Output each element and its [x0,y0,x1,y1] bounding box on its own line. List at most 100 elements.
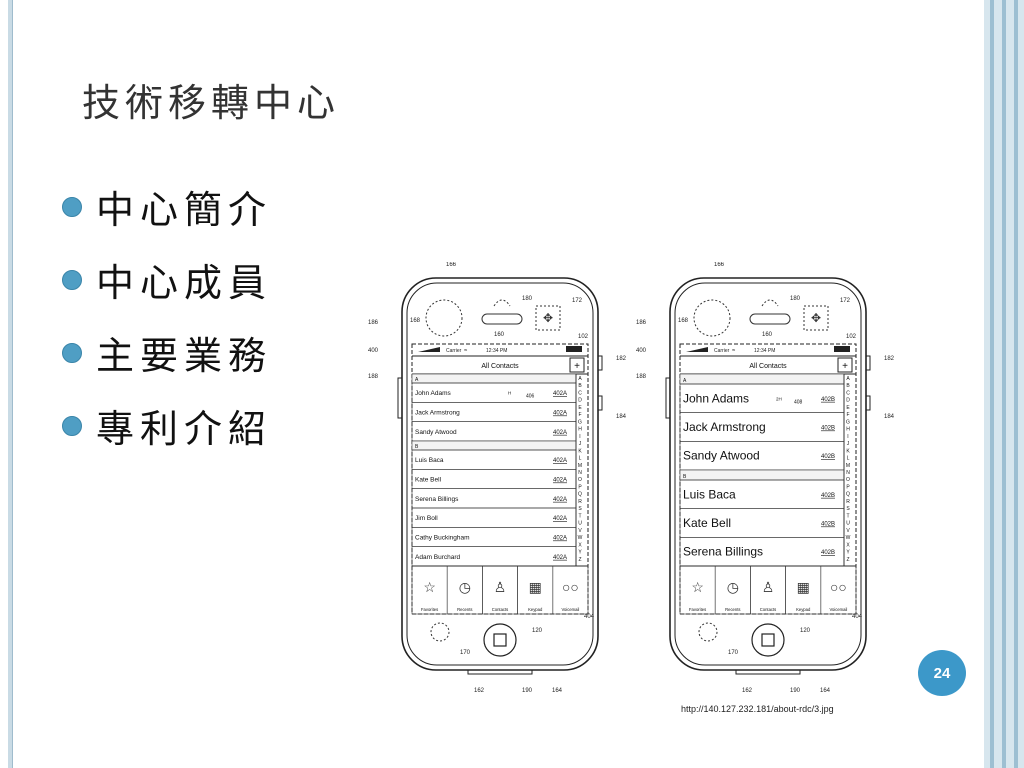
reference-number: 170 [728,650,739,656]
reference-number: 168 [410,318,421,324]
contact-name: Adam Burchard [415,554,461,561]
contact-ref-number: 402A [553,536,567,542]
volume-side-button [397,377,403,419]
index-letter: P [578,484,582,490]
tab-cell [552,565,589,615]
tab-label: Voicemail [561,607,579,612]
person-icon: ♙ [494,579,507,595]
speaker-slot [481,313,523,325]
index-letter: E [846,405,850,411]
reference-number: 400 [636,348,647,354]
index-letter: G [846,419,850,425]
index-letter: E [578,405,582,411]
image-source-caption: http://140.127.232.181/about-rdc/3.jpg [681,704,834,714]
index-letter: G [578,419,582,425]
bullet-text: 專利介紹 [96,407,273,451]
reference-number: 404 [584,614,595,620]
right-decorative-border [984,0,1024,768]
left-decorative-border [8,0,13,768]
section-header-row [411,373,577,384]
ringer-side-button [865,395,871,411]
reference-number: 102 [846,334,857,340]
reference-number: 170 [460,650,471,656]
voicemail-icon: ○○ [562,579,579,595]
bullet-dot-icon [62,196,82,217]
section-header-row [411,440,577,451]
contact-ref-number: 402A [553,478,567,484]
section-header-row [679,469,845,481]
signal-strength-icon [686,347,708,352]
dock-connector [735,669,801,675]
index-letter: W [578,535,583,541]
section-header-letter: A [683,378,687,384]
accelerometer-box [803,305,829,331]
index-letter: O [578,477,582,483]
bullet-text: 中心成員 [96,261,273,305]
index-letter: S [846,506,850,512]
reference-number: 404 [852,614,863,620]
index-letter: Q [578,492,582,498]
index-letter: Z [846,557,849,563]
index-letter: B [846,383,850,389]
tab-label: Favorites [689,607,706,612]
tab-cell [820,565,857,615]
index-letter: L [579,456,582,462]
bullet-dot-icon [62,269,82,290]
bullet-text: 主要業務 [96,334,273,378]
reference-number: 102 [578,334,589,340]
contact-name: Kate Bell [683,516,731,530]
reference-number: 164 [552,688,563,694]
index-letter: A [578,376,582,382]
index-letter: I [579,434,580,440]
battery-icon [566,346,582,352]
reference-number: 120 [532,628,543,634]
index-letter: M [846,463,850,469]
bullet-item: 中心成員 [62,243,272,316]
tab-label: Voicemail [829,607,847,612]
index-letter: I [847,434,848,440]
status-time: 12:34 PM [754,348,775,354]
reference-number: 190 [790,688,801,694]
index-letter: R [578,499,582,505]
contact-ref-number: 402B [821,493,835,499]
reference-number: 172 [840,298,851,304]
contacts-header-title: All Contacts [749,363,787,370]
reference-number: 162 [474,688,485,694]
index-letter: X [578,542,582,548]
contact-ref-number: 402A [553,411,567,417]
index-letter: B [578,383,582,389]
tab-label: Contacts [760,607,777,612]
dock-connector [467,669,533,675]
contact-name: Jack Armstrong [683,420,766,434]
phone-inner-outline [406,282,594,666]
move-arrows-icon: ✥ [543,311,553,325]
contact-ref-number: 402B [821,522,835,528]
contact-name: Cathy Buckingham [415,535,470,542]
index-letter: K [846,448,850,454]
index-letter: P [846,484,850,490]
battery-icon [834,346,850,352]
contact-ref-number: 402A [553,497,567,503]
index-letter: V [578,528,582,534]
reference-number: 184 [884,414,895,420]
reference-number: 180 [790,296,801,302]
contact-ref-number: 402B [821,397,835,403]
add-contact-plus: + [842,361,848,372]
move-arrows-icon: ✥ [811,311,821,325]
reference-number: 168 [678,318,689,324]
clock-icon: ◷ [459,579,471,595]
home-button-square-icon [761,633,775,647]
reference-number: 100 [828,262,839,264]
voicemail-icon: ○○ [830,579,847,595]
reference-number: 166 [714,262,725,268]
reference-number: 160 [494,332,505,338]
index-letter: Y [578,550,582,556]
index-letter: N [846,470,850,476]
row-callout-number: 406 [526,394,535,400]
reference-number: 188 [636,374,647,380]
index-letter: D [846,398,850,404]
index-letter: X [846,542,850,548]
index-letter: C [578,390,582,396]
index-letter: F [578,412,581,418]
